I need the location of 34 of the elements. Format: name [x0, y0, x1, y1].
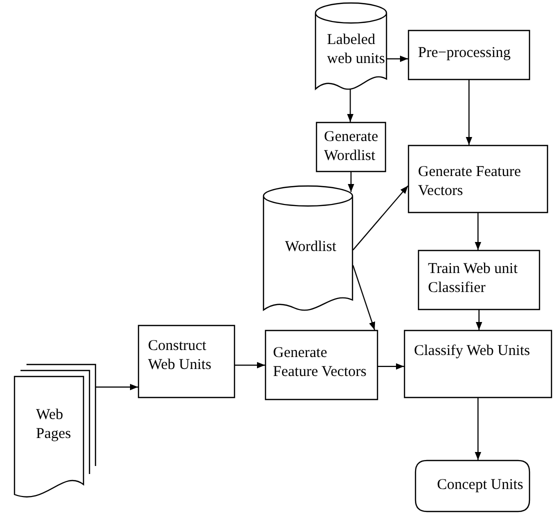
arrow — [96, 384, 138, 390]
node-label: Classify Web Units — [414, 342, 532, 361]
arrow — [378, 363, 404, 370]
arrow — [352, 265, 376, 330]
arrow — [474, 398, 482, 460]
node-label: Web Pages — [36, 406, 72, 444]
process-box — [418, 250, 540, 310]
node-label: Wordlist — [285, 238, 338, 257]
database-cylinder — [315, 3, 387, 93]
node-label: Labeled web units — [327, 31, 385, 68]
process-box — [316, 122, 386, 172]
arrow — [235, 362, 265, 368]
node-label: Construct Web Units — [148, 337, 212, 374]
node-label: Pre−processing — [418, 44, 512, 63]
database-cylinder — [263, 186, 353, 314]
process-box — [408, 30, 530, 80]
arrow — [387, 56, 408, 62]
arrow — [352, 185, 408, 250]
arrow — [474, 213, 482, 250]
node-label: Train Web unit Classifier — [428, 260, 519, 298]
terminal-box — [415, 460, 530, 512]
node-label: Concept Units — [437, 476, 524, 495]
document-stack — [14, 364, 96, 500]
process-box — [404, 330, 552, 398]
arrow — [347, 88, 354, 122]
node-label: Generate Feature Vectors — [418, 163, 522, 200]
process-box — [408, 145, 548, 213]
process-box — [138, 325, 235, 398]
arrow — [466, 80, 472, 145]
arrow — [476, 310, 482, 330]
process-box — [265, 330, 378, 400]
arrow — [348, 172, 354, 192]
node-label: Generate Feature Vectors — [273, 344, 368, 382]
node-label: Generate Wordlist — [324, 128, 380, 166]
